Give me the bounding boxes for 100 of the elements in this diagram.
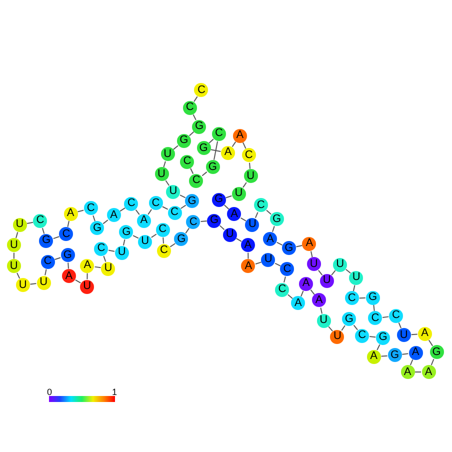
nucleotide-circle: U — [166, 184, 180, 199]
backbone-line — [276, 242, 283, 246]
backbone-line — [224, 204, 230, 210]
nucleotide-circle: A — [263, 232, 278, 246]
nucleotide-circle: U — [36, 276, 51, 290]
nucleotide-circle: U — [320, 274, 334, 288]
backbone-line — [242, 182, 247, 188]
nucleotide-circle: U — [333, 258, 348, 272]
backbone-line — [398, 322, 402, 329]
nucleotide-circle: G — [192, 120, 206, 134]
backbone-line — [376, 344, 380, 351]
backbone-line — [353, 324, 358, 330]
backbone-line — [410, 334, 418, 336]
nucleotide-circle: C — [194, 83, 208, 98]
backbone-line — [358, 297, 366, 299]
nucleotide-circle: U — [396, 328, 411, 342]
nucleotide-circle: U — [330, 330, 344, 344]
backbone-line — [402, 353, 409, 355]
nucleotide-circle: C — [180, 154, 194, 169]
backbone-line — [410, 359, 414, 366]
backbone-line — [352, 284, 356, 292]
nucleotide-circle: G — [270, 212, 284, 226]
nucleotide-circle: G — [39, 234, 54, 248]
backbone-line — [254, 212, 258, 218]
nucleotide-circle: C — [389, 308, 403, 323]
nucleotide-circle: A — [136, 214, 151, 228]
nucleotide-circle: G — [342, 312, 356, 326]
nucleotide-circle: G — [176, 134, 191, 148]
backbone-line — [135, 209, 140, 216]
backbone-line — [249, 162, 251, 170]
nucleotide-circle: A — [366, 350, 381, 364]
backbone-line — [180, 204, 186, 210]
backbone-line — [272, 226, 275, 232]
nucleotide-circle: A — [312, 293, 326, 308]
nucleotide-circle: U — [306, 257, 321, 272]
nucleotide-circle: A — [240, 238, 255, 252]
nucleotide-circle: A — [227, 207, 242, 222]
nucleotide-circle: U — [80, 280, 94, 294]
backbone-line — [328, 326, 334, 332]
backbone-line — [172, 145, 179, 150]
backbone-line — [132, 235, 139, 239]
backbone-line — [86, 272, 88, 280]
nucleotide-circle: A — [241, 259, 256, 274]
nucleotide-circle: U — [261, 252, 276, 267]
nucleotide-circle: U — [154, 167, 168, 182]
nucleotide-circle: C — [40, 254, 55, 269]
nucleotide-circle: A — [221, 146, 236, 160]
backbone-line — [77, 210, 84, 212]
backbone-line — [26, 222, 34, 224]
backbone-line — [219, 225, 225, 230]
backbone-line — [13, 252, 14, 260]
nucleotide-circle: C — [189, 174, 204, 188]
backbone-line — [52, 236, 60, 240]
backbone-line — [274, 262, 281, 266]
backbone-line — [380, 355, 388, 357]
backbone-line — [266, 210, 272, 215]
nucleotide-circle: U — [245, 218, 260, 232]
nucleotide-circle: C — [280, 262, 294, 276]
nucleotide-circle: G — [196, 141, 210, 156]
nucleotide-circle: C — [124, 196, 138, 211]
nucleotide-circle: C — [148, 196, 163, 210]
backbone-line — [179, 194, 186, 198]
nucleotide-circle: U — [316, 314, 331, 328]
nucleotide-circle: G — [90, 221, 104, 236]
nucleotide-circle: A — [302, 236, 316, 251]
backbone-line — [284, 276, 286, 283]
backbone-line — [188, 131, 194, 136]
backbone-line — [122, 239, 126, 246]
nucleotide-circle: C — [182, 100, 197, 115]
nucleotide-circle: G — [174, 232, 188, 246]
nucleotide-circle: A — [418, 326, 432, 341]
nucleotide-circle: G — [282, 241, 296, 256]
backbone-line — [54, 257, 61, 260]
nucleotide-circle: A — [422, 365, 436, 379]
backbone-line — [170, 242, 176, 248]
nucleotide-circle: C — [212, 126, 226, 141]
nucleotide-circle: A — [80, 258, 94, 273]
backbone-line — [345, 268, 352, 274]
backbone-line — [331, 270, 336, 276]
backbone-line — [94, 266, 102, 268]
scale-tick-label: 0 — [47, 387, 52, 397]
backbone-line — [232, 141, 236, 148]
backbone-line — [248, 252, 249, 260]
backbone-line — [320, 307, 322, 314]
nucleotide-circle: U — [138, 234, 152, 249]
backbone-line — [210, 149, 222, 152]
backbone-line — [430, 358, 434, 366]
backbone-line — [214, 140, 218, 160]
nucleotide-circle: U — [114, 246, 129, 260]
backbone-line — [287, 294, 293, 300]
backbone-line — [16, 272, 20, 279]
backbone-line — [202, 171, 208, 176]
backbone-line — [165, 180, 170, 186]
backbone-line — [194, 96, 198, 102]
nucleotide-circle: G — [60, 248, 75, 262]
nucleotide-circle: C — [186, 215, 200, 230]
nucleotide-circle: G — [185, 194, 200, 208]
backbone-line — [369, 336, 376, 338]
nucleotide-circle: C — [275, 282, 290, 297]
backbone-line — [225, 195, 232, 198]
